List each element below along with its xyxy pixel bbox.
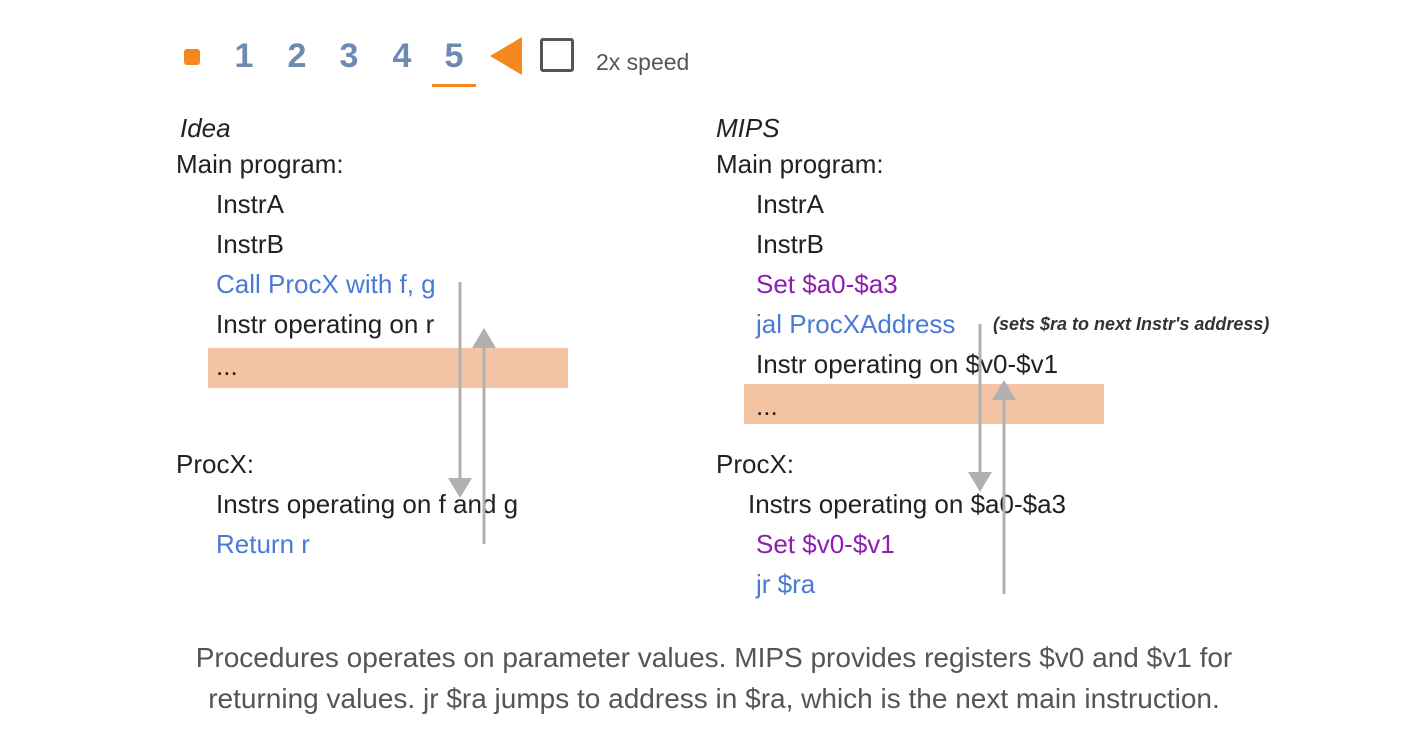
idea-instr-b: InstrB — [216, 229, 284, 259]
mips-jal-arrow — [968, 324, 992, 492]
step-2-button[interactable]: 2 — [287, 37, 307, 75]
previous-step-icon[interactable] — [490, 37, 522, 75]
idea-proc-instrs: Instrs operating on f and g — [216, 489, 519, 519]
idea-instr-r: Instr operating on r — [216, 309, 435, 339]
mips-instr-v: Instr operating on $v0-$v1 — [756, 349, 1059, 379]
mips-set-ret: Set $v0-$v1 — [756, 529, 895, 559]
animation-toolbar: 1 2 3 4 5 2x speed — [0, 0, 1428, 100]
speed-checkbox[interactable] — [540, 38, 574, 72]
mips-instr-a: InstrA — [756, 189, 824, 219]
caption-line-1: Procedures operates on parameter values.… — [195, 642, 1233, 673]
step-1-button[interactable]: 1 — [234, 37, 254, 75]
step-3-button[interactable]: 3 — [339, 37, 359, 75]
idea-return-line: Return r — [216, 529, 310, 559]
mips-set-args: Set $a0-$a3 — [756, 269, 898, 299]
step-5-button[interactable]: 5 — [444, 37, 464, 75]
idea-ellipsis: ... — [216, 351, 238, 381]
idea-return-highlight — [208, 348, 568, 388]
mips-heading: MIPS — [716, 113, 780, 143]
mips-instr-b: InstrB — [756, 229, 824, 259]
mips-jr-arrow — [992, 380, 1016, 594]
idea-return-arrow — [472, 328, 496, 544]
idea-instr-a: InstrA — [216, 189, 284, 219]
mips-return-highlight — [744, 384, 1104, 424]
idea-main-label: Main program: — [176, 149, 344, 179]
mips-ellipsis: ... — [756, 391, 778, 421]
caption-line-2: returning values. jr $ra jumps to addres… — [208, 683, 1220, 714]
mips-jal-line: jal ProcXAddress — [756, 309, 956, 339]
idea-call-line: Call ProcX with f, g — [216, 269, 436, 299]
idea-proc-label: ProcX: — [176, 449, 255, 479]
step-4-button[interactable]: 4 — [392, 37, 412, 75]
speed-label: 2x speed — [596, 49, 690, 75]
mips-main-label: Main program: — [716, 149, 884, 179]
mips-jr-line: jr $ra — [756, 569, 816, 599]
mips-proc-label: ProcX: — [716, 449, 795, 479]
idea-heading: Idea — [180, 113, 231, 143]
mips-jal-note: (sets $ra to next Instr's address) — [993, 314, 1270, 334]
idea-call-arrow — [448, 282, 472, 498]
active-step-indicator — [432, 84, 476, 87]
stop-button[interactable] — [184, 49, 200, 65]
mips-proc-instrs: Instrs operating on $a0-$a3 — [748, 489, 1066, 519]
